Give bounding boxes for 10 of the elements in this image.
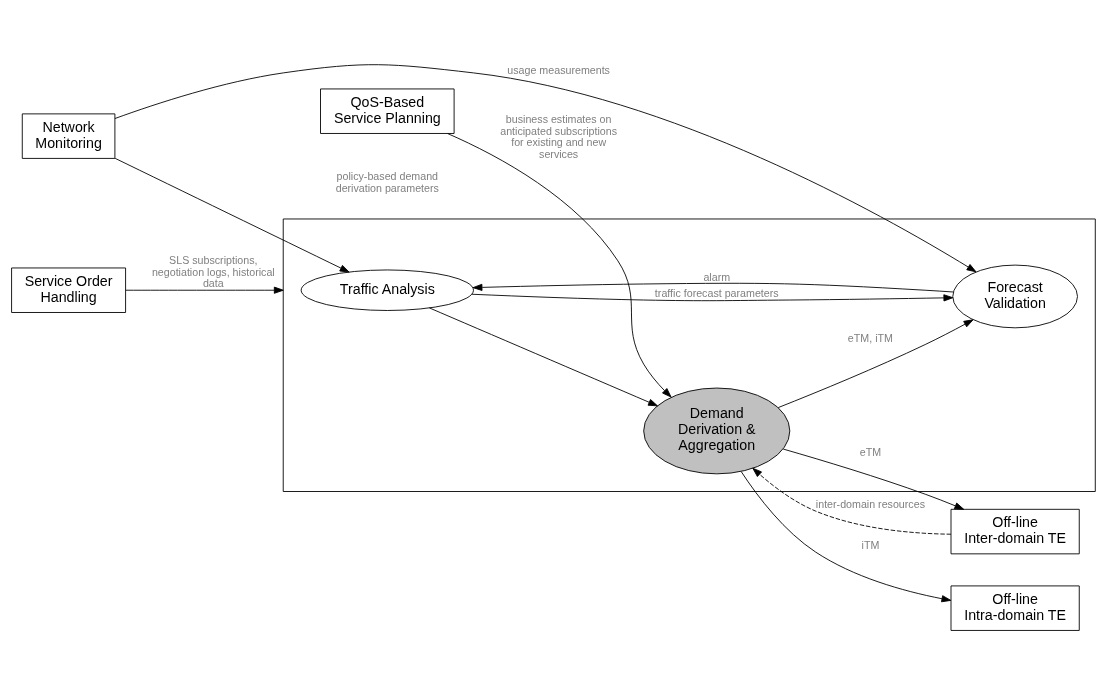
edge-label: inter-domain resources <box>815 497 925 510</box>
edge-label: traffic forecast parameters <box>654 286 779 299</box>
edge-label: alarm <box>703 270 731 283</box>
edge-label: usage measurements <box>507 63 610 76</box>
label: policy-based demand derivation parameters <box>335 169 439 194</box>
edge-label: eTM <box>859 445 882 458</box>
edge-label: SLS subscriptions, negotiation logs, historical data <box>151 253 275 289</box>
edge-label: business estimates on anticipated subscriptions for existing and new services <box>500 112 618 160</box>
edge-label: iTM <box>861 538 880 551</box>
edge-label: eTM, iTM <box>847 331 893 344</box>
